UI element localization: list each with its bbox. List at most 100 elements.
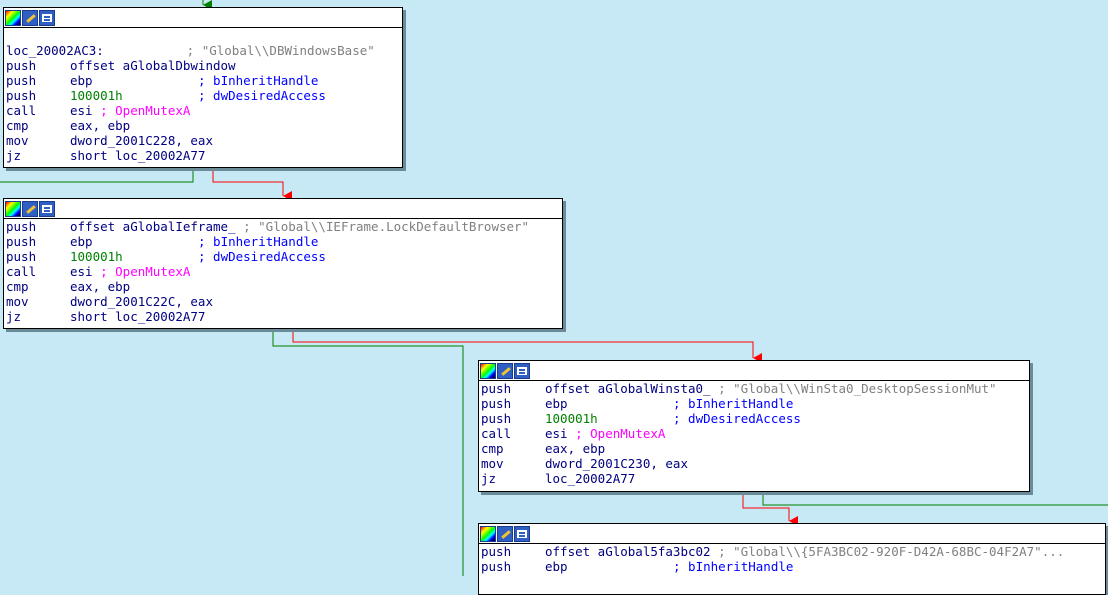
operand[interactable]: loc_20002A77 (545, 471, 636, 486)
color-picker-icon[interactable] (480, 525, 496, 542)
mnemonic: push (481, 559, 512, 574)
mnemonic: push (6, 73, 37, 88)
code-block-3[interactable]: push offset aGlobalWinsta0_ ; "Global\\Wi… (478, 360, 1030, 492)
operand[interactable]: esi (70, 264, 93, 279)
api-comment: ; OpenMutexA (575, 426, 666, 441)
edit-icon[interactable] (22, 9, 38, 26)
mnemonic: push (6, 234, 37, 249)
asm-line[interactable]: mov dword_2001C230, eax (481, 456, 1029, 471)
operand[interactable]: eax, ebp (70, 279, 131, 294)
operand[interactable]: ebp (545, 396, 568, 411)
asm-line[interactable]: push ebp ; bInheritHandle (481, 559, 1105, 574)
operand[interactable]: short loc_20002A77 (70, 309, 206, 324)
comment: ; dwDesiredAccess (198, 88, 326, 103)
mnemonic: call (6, 103, 37, 118)
mnemonic: push (6, 219, 37, 234)
edge-node1-false (212, 167, 292, 201)
operand[interactable]: ebp (545, 559, 568, 574)
mnemonic: push (481, 381, 512, 396)
code-block-1[interactable]: loc_20002AC3: ; "Global\\DBWindowsBase" … (3, 7, 403, 168)
operand[interactable]: dword_2001C230, eax (545, 456, 688, 471)
asm-line[interactable]: push offset aGlobalDbwindow (6, 58, 402, 73)
color-picker-icon[interactable] (5, 9, 21, 26)
edit-icon[interactable] (497, 362, 513, 379)
comment: ; bInheritHandle (198, 73, 319, 88)
location-label[interactable]: loc_20002AC3: (6, 43, 104, 58)
operand[interactable]: dword_2001C228, eax (70, 133, 213, 148)
asm-line[interactable]: push offset aGlobalWinsta0_ ; "Global\\Wi… (481, 381, 1029, 396)
asm-line[interactable]: push ebp ; bInheritHandle (6, 73, 402, 88)
operand[interactable]: ebp (70, 234, 93, 249)
operand[interactable]: eax, ebp (545, 441, 606, 456)
operand[interactable]: 100001h (545, 411, 598, 426)
mnemonic: push (6, 249, 37, 264)
asm-line[interactable]: push ebp ; bInheritHandle (481, 396, 1029, 411)
api-comment: ; OpenMutexA (100, 264, 191, 279)
comment: ; bInheritHandle (673, 559, 794, 574)
operand[interactable]: offset aGlobalDbwindow (70, 58, 236, 73)
color-picker-icon[interactable] (480, 362, 496, 379)
operand[interactable]: ebp (70, 73, 93, 88)
asm-line[interactable]: push offset aGlobalIeframe_ ; "Global\\IE… (6, 219, 562, 234)
string-comment: ; "Global\\IEFrame.LockDefaultBrowser" (243, 219, 530, 234)
operand[interactable]: short loc_20002A77 (70, 148, 206, 163)
block-body: push offset aGlobalWinsta0_ ; "Global\\Wi… (479, 381, 1029, 486)
edit-icon[interactable] (22, 200, 38, 217)
graph-view-icon[interactable] (514, 525, 530, 542)
mnemonic: call (6, 264, 37, 279)
edge-node2-false (292, 327, 762, 363)
operand[interactable]: dword_2001C22C, eax (70, 294, 213, 309)
code-block-2[interactable]: push offset aGlobalIeframe_ ; "Global\\IE… (3, 198, 563, 329)
edit-icon[interactable] (497, 525, 513, 542)
mnemonic: push (481, 396, 512, 411)
operand[interactable]: esi (70, 103, 93, 118)
color-picker-icon[interactable] (5, 200, 21, 217)
asm-line[interactable]: push 100001h ; dwDesiredAccess (6, 88, 402, 103)
mnemonic: push (6, 58, 37, 73)
asm-line[interactable]: cmp eax, ebp (481, 441, 1029, 456)
asm-line[interactable]: call esi ; OpenMutexA (6, 103, 402, 118)
operand[interactable]: offset aGlobalIeframe_ (70, 219, 236, 234)
mnemonic: mov (481, 456, 504, 471)
block-header (479, 524, 1105, 544)
comment: ; dwDesiredAccess (673, 411, 801, 426)
api-comment: ; OpenMutexA (100, 103, 191, 118)
graph-view-icon[interactable] (514, 362, 530, 379)
string-comment: ; "Global\\WinSta0_DesktopSessionMut" (718, 381, 997, 396)
string-comment: ; "Global\\DBWindowsBase" (186, 43, 375, 58)
mnemonic: push (6, 88, 37, 103)
mnemonic: cmp (6, 279, 29, 294)
operand[interactable]: esi (545, 426, 568, 441)
operand[interactable]: offset aGlobalWinsta0_ (545, 381, 711, 396)
operand[interactable]: eax, ebp (70, 118, 131, 133)
operand[interactable]: 100001h (70, 88, 123, 103)
asm-line[interactable]: push ebp ; bInheritHandle (6, 234, 562, 249)
mnemonic: cmp (481, 441, 504, 456)
asm-line[interactable]: jz short loc_20002A77 (6, 309, 562, 324)
operand[interactable]: 100001h (70, 249, 123, 264)
block-body: push offset aGlobalIeframe_ ; "Global\\IE… (4, 219, 562, 324)
comment: ; bInheritHandle (198, 234, 319, 249)
comment: ; bInheritHandle (673, 396, 794, 411)
asm-line[interactable]: call esi ; OpenMutexA (6, 264, 562, 279)
edge-node3-true (762, 491, 1108, 506)
edge-node2-true (272, 327, 464, 576)
operand[interactable]: offset aGlobal5fa3bc02 (545, 544, 711, 559)
graph-view-icon[interactable] (39, 200, 55, 217)
graph-view-icon[interactable] (39, 9, 55, 26)
label-line[interactable]: loc_20002AC3: ; "Global\\DBWindowsBase" (6, 43, 402, 58)
asm-line[interactable]: cmp eax, ebp (6, 279, 562, 294)
block-header (4, 199, 562, 219)
mnemonic: jz (6, 309, 22, 324)
